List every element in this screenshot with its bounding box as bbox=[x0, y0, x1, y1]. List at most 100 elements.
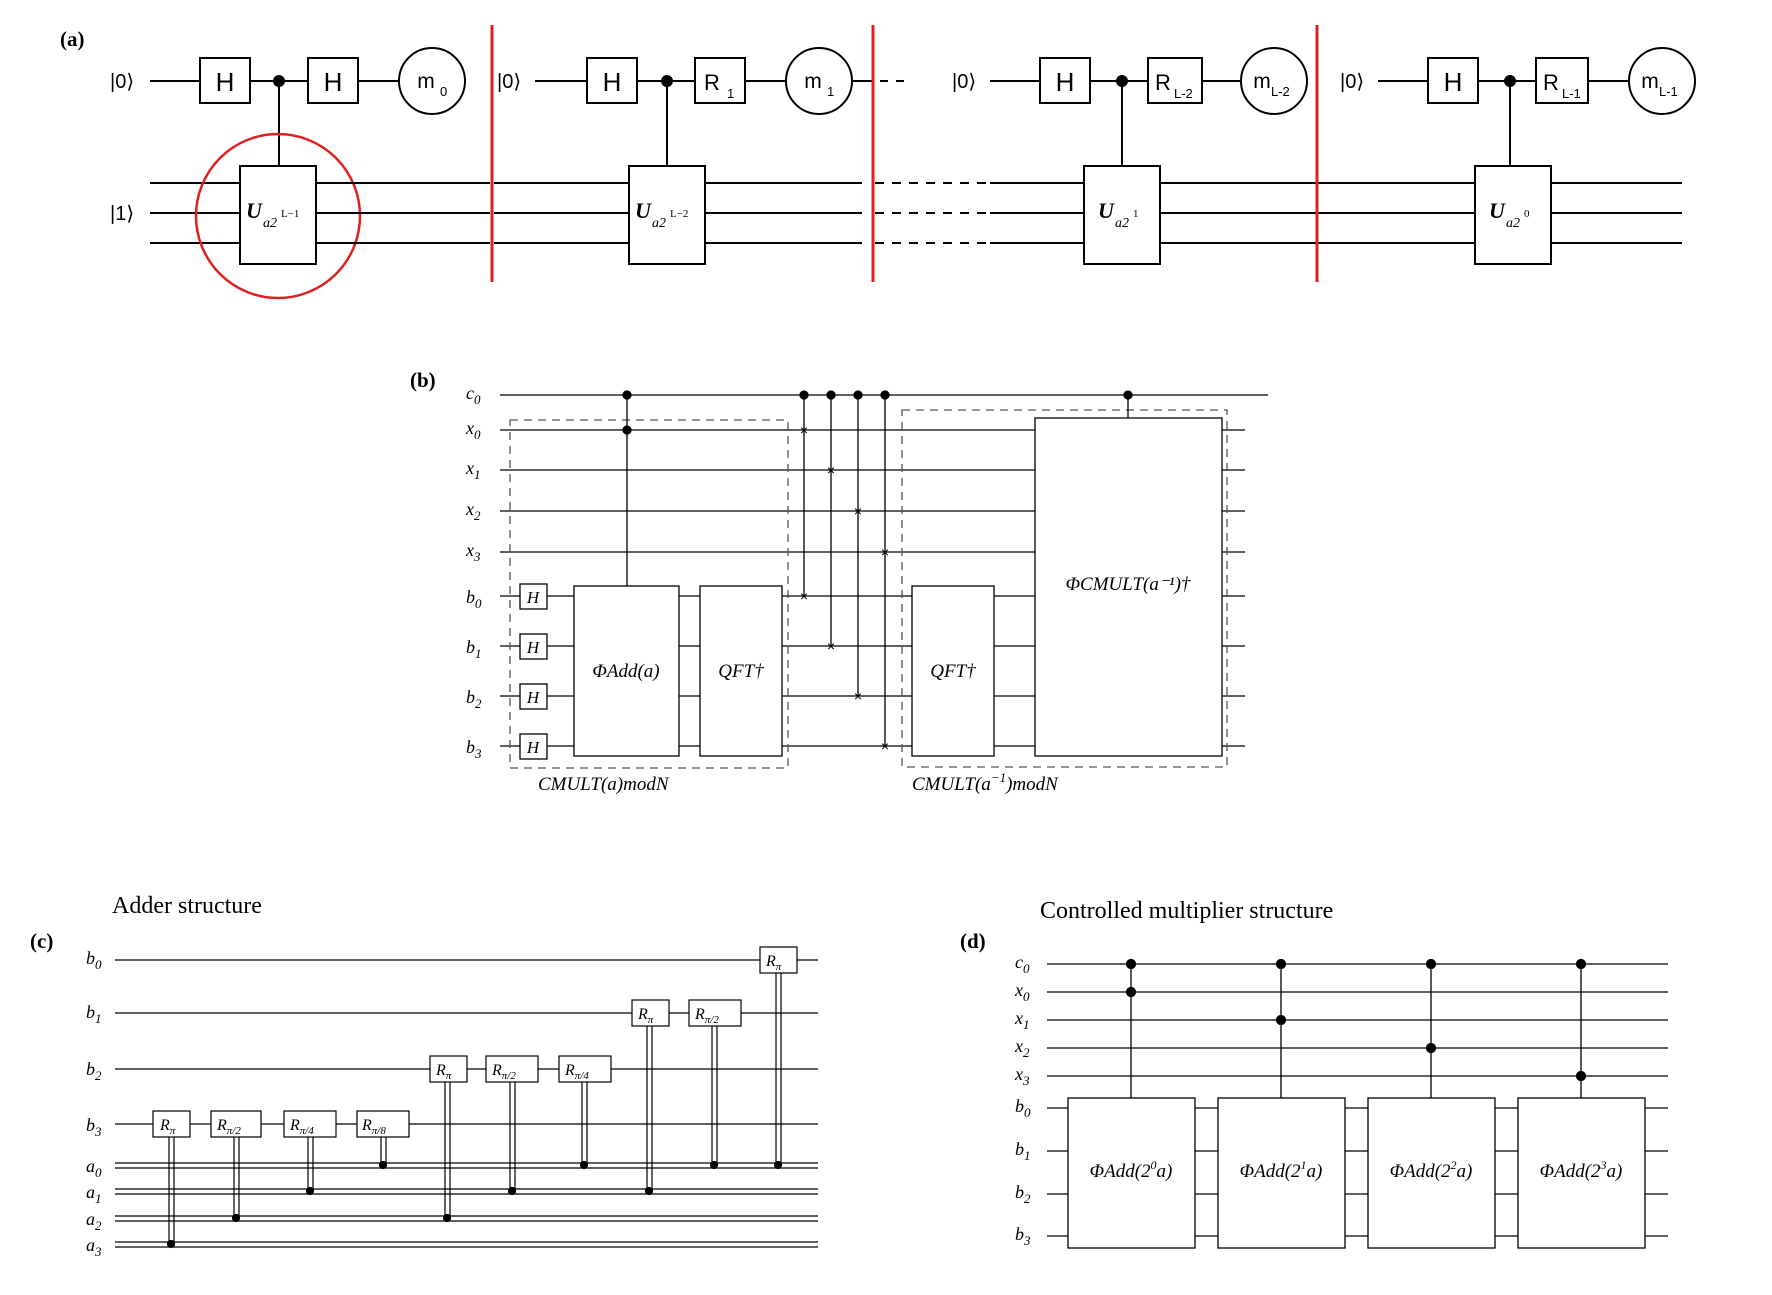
wire-label-x2: x2 bbox=[465, 499, 481, 523]
wire-label-b0: b0 bbox=[86, 948, 102, 972]
adder-structure-title: Adder structure bbox=[112, 893, 262, 919]
wire-label-b2: b2 bbox=[1015, 1182, 1031, 1206]
stage-1: |0⟩ H R 1 m 1 U a2 L−2 bbox=[494, 47, 904, 265]
gate-subscript: a2 bbox=[1115, 216, 1129, 231]
stage-0: H H m 0 U a2 L−1 bbox=[150, 47, 490, 300]
wire-label-x1: x1 bbox=[465, 458, 481, 482]
rotation-gate-5: Rπ bbox=[429, 1055, 468, 1223]
phi-add-block-label: ΦAdd(22a) bbox=[1390, 1158, 1473, 1182]
hadamard-gate bbox=[519, 633, 548, 660]
panel-label-b: (b) bbox=[410, 368, 436, 392]
control-dot bbox=[378, 1160, 388, 1170]
phi-add-gate bbox=[573, 585, 680, 757]
hadamard-gate bbox=[519, 683, 548, 710]
rotation-gate-9: Rπ/2 bbox=[688, 999, 742, 1170]
rotation-gate bbox=[1535, 57, 1589, 104]
ket-one-label: |1⟩ bbox=[110, 203, 134, 225]
modular-exponent-gate bbox=[628, 165, 706, 265]
control-dot bbox=[622, 425, 632, 435]
cmult-grouping-box bbox=[509, 419, 789, 769]
control-dot bbox=[442, 1213, 452, 1223]
panel-d-controlled-multiplier-circuit: Controlled multiplier structure c0 x0 x1… bbox=[1014, 898, 1668, 1249]
modular-exponent-gate bbox=[1083, 165, 1161, 265]
control-dot bbox=[799, 390, 809, 400]
modular-exponent-gate-label: U bbox=[1489, 198, 1506, 223]
control-dot bbox=[1275, 1014, 1287, 1026]
panel-c-adder-circuit: Adder structure b0 b1 b2 b3 a0 a1 a2 a3 … bbox=[86, 893, 818, 1259]
rotation-gate-subscript: 1 bbox=[727, 86, 734, 101]
ket-zero-label: |0⟩ bbox=[497, 71, 521, 93]
panel-a-phase-estimation-circuit: |0⟩ |1⟩ H H m 0 U a2 L−1 bbox=[110, 25, 1696, 300]
rotation-gate-box bbox=[210, 1110, 262, 1138]
swap-cross-icon: × bbox=[881, 544, 889, 560]
control-dot bbox=[773, 1160, 783, 1170]
modular-exponent-gate-label: U bbox=[635, 198, 652, 223]
control-dot bbox=[507, 1186, 517, 1196]
panel-b-modular-multiplier-circuit: c0 x0 x1 x2 x3 b0 b1 b2 b3 CMULT(a)modN … bbox=[465, 383, 1268, 795]
measurement-subscript: 1 bbox=[827, 84, 834, 99]
panel-label-d: (d) bbox=[960, 929, 986, 953]
ket-zero-label: |0⟩ bbox=[110, 71, 134, 93]
rotation-gate-6: Rπ/2 bbox=[485, 1055, 539, 1196]
wire-label-b3: b3 bbox=[1015, 1224, 1031, 1248]
rotation-gate bbox=[694, 57, 746, 104]
rotation-gate-label: R bbox=[1155, 70, 1171, 95]
measurement-subscript: L-2 bbox=[1271, 84, 1290, 99]
wire-label-b1: b1 bbox=[86, 1002, 102, 1026]
phi-cmult-inverse-gate bbox=[1034, 417, 1223, 757]
wire-label-b3: b3 bbox=[466, 737, 482, 761]
rotation-gate-label: Rπ/2 bbox=[491, 1062, 516, 1082]
wire-label-a0: a0 bbox=[86, 1156, 102, 1180]
modular-exponent-gate-label: U bbox=[246, 198, 263, 223]
rotation-gate-box bbox=[356, 1110, 410, 1138]
cmult-inverse-box-label: CMULT(a−1)modN bbox=[912, 770, 1059, 795]
rotation-gate-label: R bbox=[1543, 70, 1559, 95]
inverse-qft-gate bbox=[911, 585, 995, 757]
rotation-gate-label: R bbox=[704, 70, 720, 95]
phi-add-block bbox=[1217, 1097, 1346, 1249]
register-continuation bbox=[875, 182, 990, 244]
control-dot bbox=[1275, 958, 1287, 970]
phi-add-block-label: ΦAdd(23a) bbox=[1540, 1158, 1623, 1182]
measurement-node bbox=[1628, 47, 1696, 115]
swap-cross-icon: × bbox=[800, 422, 808, 438]
control-dot bbox=[853, 390, 863, 400]
rotation-gate-label: Rπ bbox=[159, 1117, 176, 1137]
wire-label-a2: a2 bbox=[86, 1209, 102, 1233]
hadamard-gate-label: H bbox=[324, 67, 343, 97]
cmult-box-label: CMULT(a)modN bbox=[538, 774, 670, 795]
control-dot bbox=[231, 1213, 241, 1223]
wire-label-x0: x0 bbox=[465, 418, 481, 442]
control-dot bbox=[1123, 390, 1133, 400]
rotation-gate-8: Rπ bbox=[631, 999, 670, 1196]
rotation-gate-box bbox=[152, 1110, 191, 1138]
wire-label-b0: b0 bbox=[466, 587, 482, 611]
cmult-inverse-grouping-box bbox=[901, 409, 1228, 768]
hadamard-gate bbox=[586, 57, 638, 104]
phi-add-block-label: ΦAdd(21a) bbox=[1240, 1158, 1323, 1182]
control-dot bbox=[880, 390, 890, 400]
gate-subscript: a2 bbox=[652, 216, 666, 231]
rotation-gate-label: Rπ/4 bbox=[289, 1117, 314, 1137]
highlight-circle bbox=[194, 132, 362, 300]
measurement-label: m bbox=[417, 70, 435, 93]
measurement-node bbox=[1240, 47, 1308, 115]
gate-superscript: 0 bbox=[1524, 208, 1530, 220]
gate-superscript: 1 bbox=[1133, 208, 1139, 220]
control-dot bbox=[166, 1239, 176, 1249]
swap-cross-icon: × bbox=[854, 503, 862, 519]
wire-label-x1: x1 bbox=[1014, 1008, 1030, 1032]
gate-subscript: a2 bbox=[1506, 216, 1520, 231]
rotation-gate-3: Rπ/4 bbox=[283, 1110, 337, 1196]
wire-label-b0: b0 bbox=[1015, 1096, 1031, 1120]
stage-l-minus-1: |0⟩ H R L-1 m L-1 U a2 0 bbox=[1340, 47, 1696, 265]
phi-add-block bbox=[1367, 1097, 1496, 1249]
rotation-gate-box bbox=[759, 946, 798, 974]
panel-label-a: (a) bbox=[60, 27, 85, 51]
measurement-label: m bbox=[1253, 70, 1271, 93]
inverse-qft-gate bbox=[699, 585, 783, 757]
rotation-gate-box bbox=[429, 1055, 468, 1083]
gate-superscript: L−1 bbox=[281, 208, 299, 220]
hadamard-gate bbox=[1427, 57, 1479, 104]
